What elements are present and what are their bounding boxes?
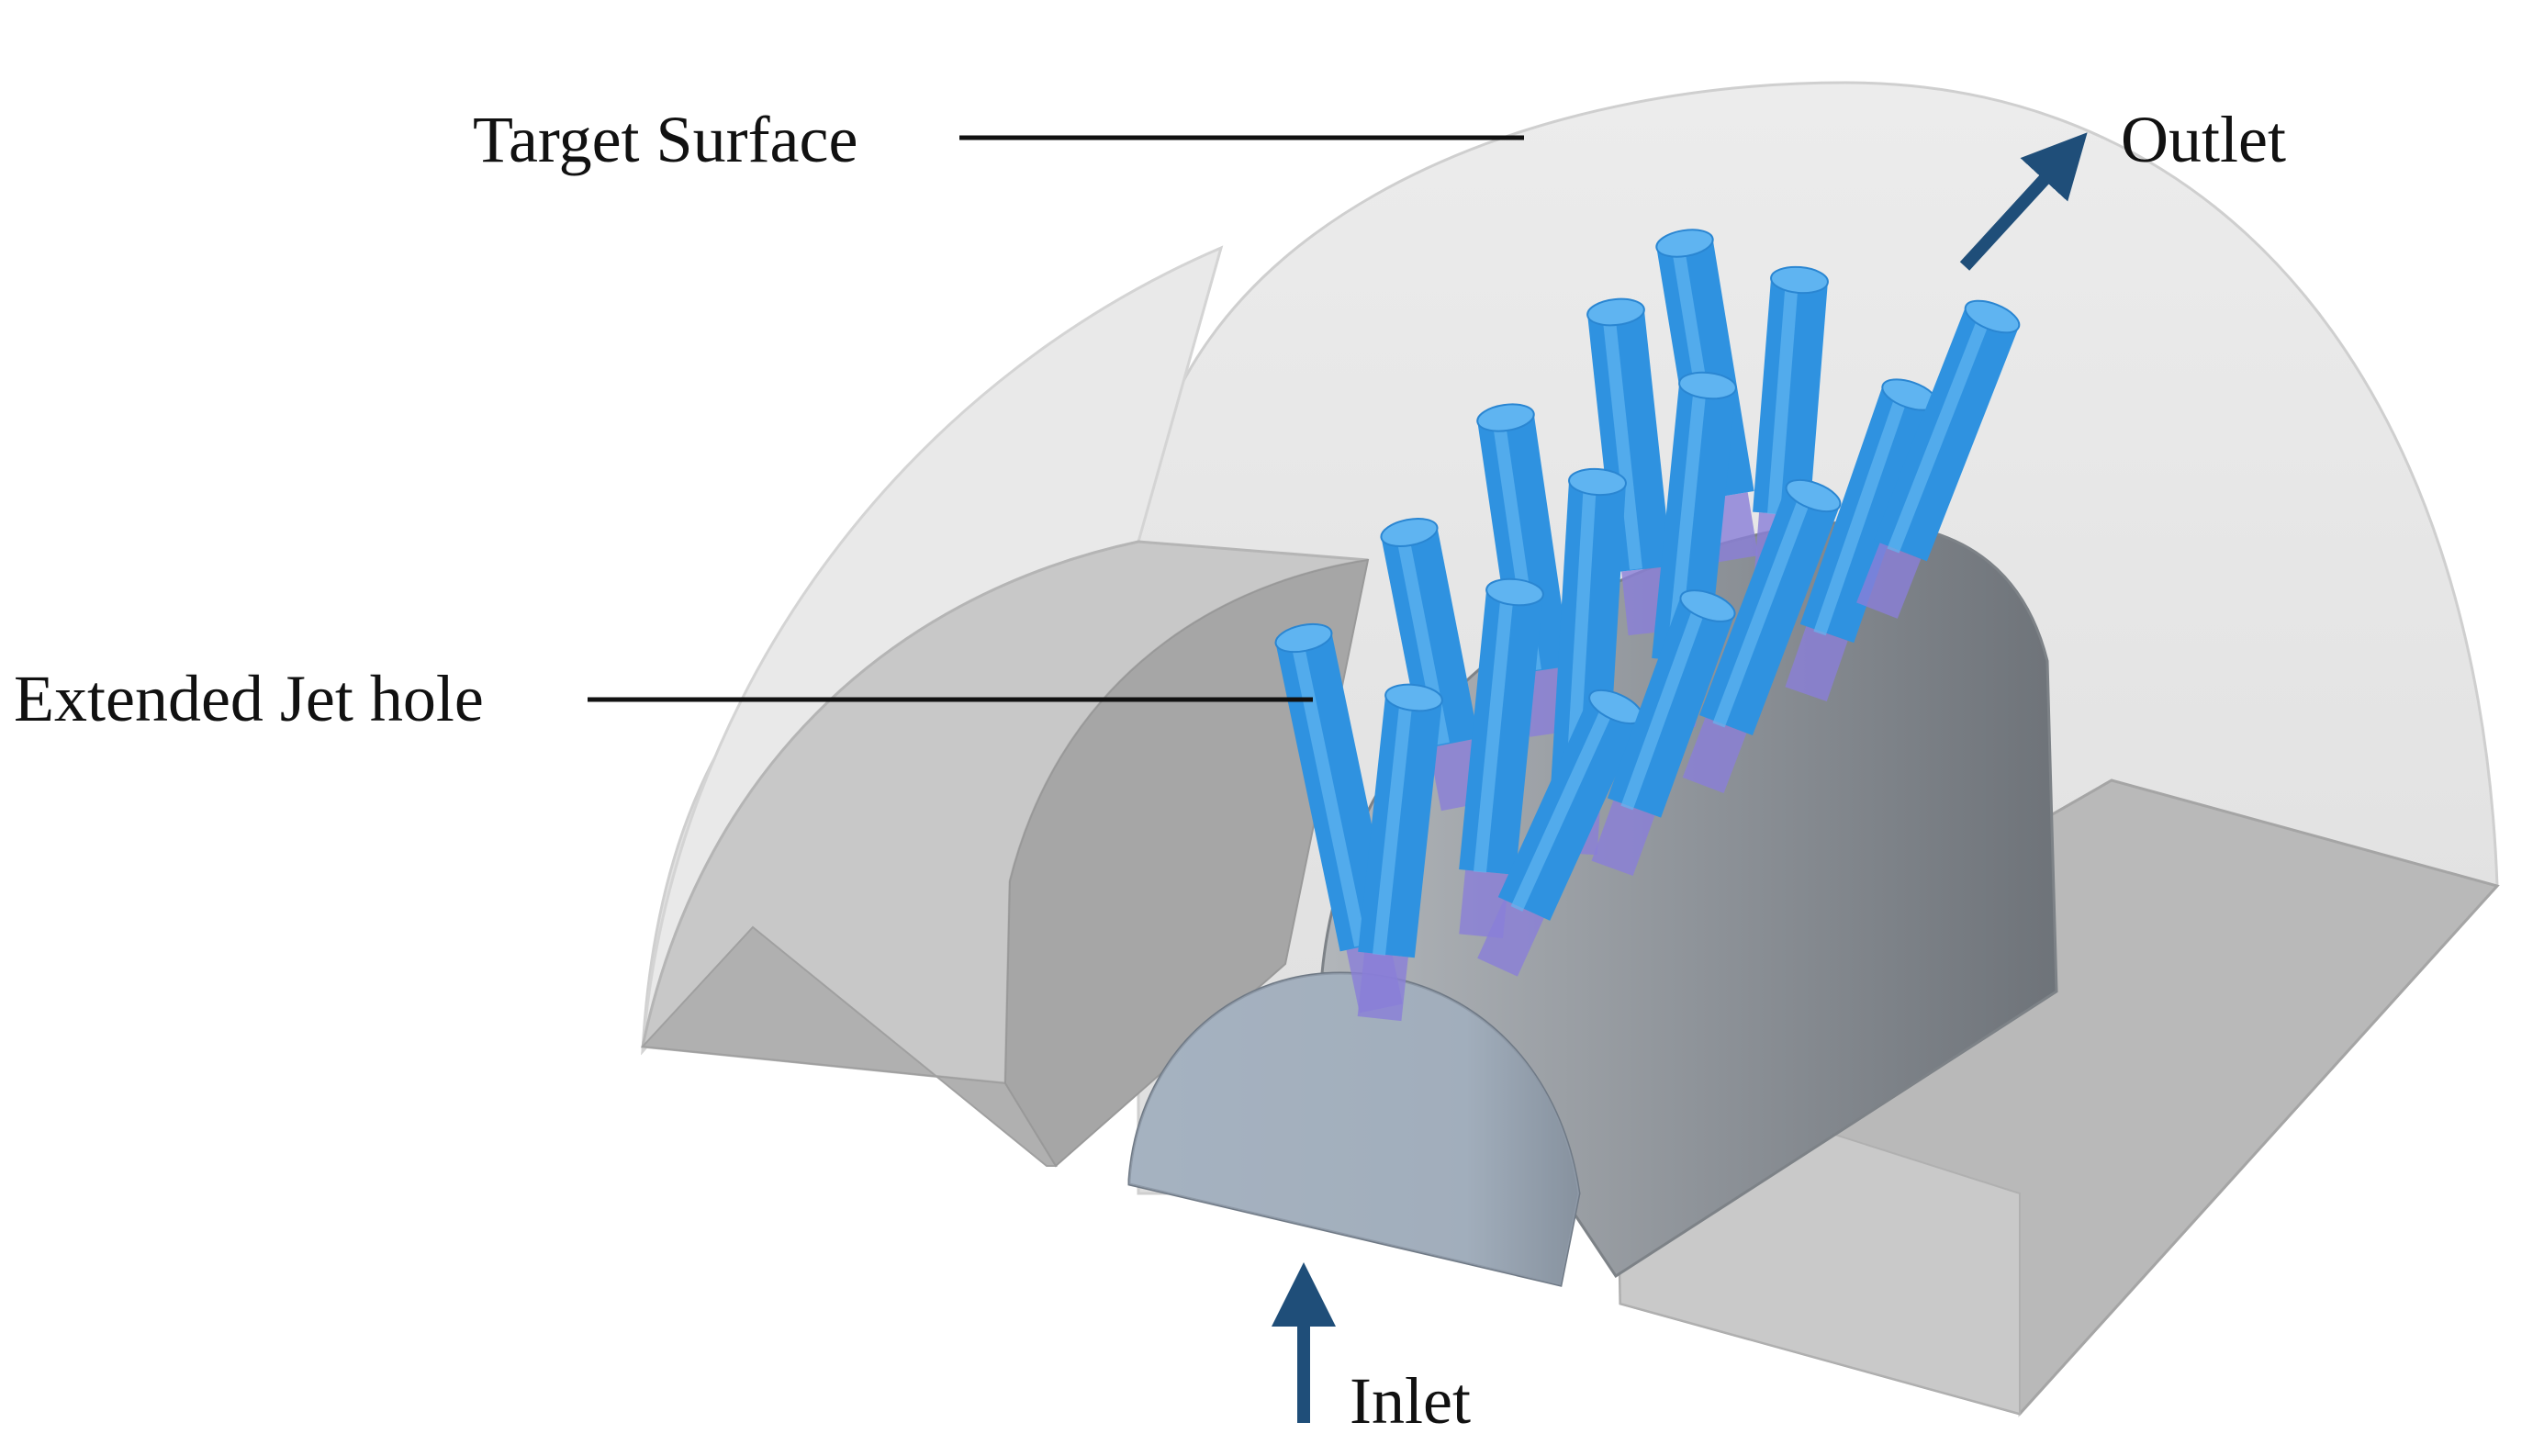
extended-jet-hole-label: Extended Jet hole — [14, 662, 484, 735]
jet-hole-highlight — [1510, 704, 1615, 912]
jet-hole-stub — [1704, 492, 1758, 563]
jet-hole-stub — [1429, 739, 1485, 812]
jet-hole-cap — [1384, 683, 1443, 712]
extended-jet-hole — [1497, 695, 1642, 921]
extended-jet-hole — [1381, 527, 1479, 749]
extended-jet-hole — [1459, 588, 1543, 876]
jet-hole-cap — [1586, 297, 1645, 327]
jet-hole-highlight — [1887, 314, 1991, 554]
left-duct-side — [640, 925, 1058, 1167]
jet-hole-stub — [1621, 566, 1673, 636]
jet-hole-stub — [1357, 952, 1408, 1022]
jet-hole-cap — [1568, 467, 1627, 497]
jet-hole-cap — [1770, 265, 1829, 295]
extended-jet-hole — [1799, 385, 1937, 644]
jet-hole-cap — [1785, 478, 1842, 513]
jet-hole-cap — [1655, 229, 1714, 258]
jet-hole-cap — [1678, 371, 1737, 400]
outlet-arrow — [1959, 132, 2088, 271]
jet-hole-highlight — [1767, 279, 1799, 515]
jet-holes-group — [1274, 229, 2021, 1022]
jet-hole-highlight — [1290, 636, 1367, 947]
jet-hole-stub — [1459, 869, 1509, 939]
jet-hole-stub — [1477, 900, 1544, 977]
extended-jet-hole — [1874, 306, 2019, 562]
jet-hole-highlight — [1712, 493, 1812, 728]
jet-hole-stub — [1520, 666, 1574, 737]
extended-jet-hole — [1587, 308, 1672, 573]
jet-hole-stub — [1591, 800, 1655, 876]
jet-hole-highlight — [1474, 591, 1514, 873]
extended-jet-hole — [1358, 694, 1442, 958]
extended-jet-hole — [1699, 485, 1840, 736]
jet-hole-cap — [1380, 518, 1439, 547]
outlet-label: Outlet — [2121, 103, 2286, 176]
jet-hole-stub — [1785, 626, 1848, 701]
jet-hole-stub — [1682, 717, 1747, 793]
extended-jet-hole — [1607, 596, 1735, 818]
jet-hole-cap — [1476, 403, 1535, 432]
jet-hole-highlight — [1602, 311, 1642, 570]
extended-jet-hole — [1753, 277, 1828, 517]
jet-hole-highlight — [1620, 603, 1707, 811]
jet-hole-highlight — [1373, 697, 1413, 956]
jet-hole-highlight — [1813, 392, 1909, 636]
jet-hole-cap — [1274, 622, 1333, 654]
jet-hole-stub — [1856, 543, 1922, 619]
target-surface-label: Target Surface — [473, 103, 857, 176]
jet-hole-cap — [1679, 589, 1736, 622]
jet-hole-cap — [1485, 577, 1544, 607]
extended-jet-hole — [1275, 632, 1396, 952]
jet-hole-cap — [1964, 299, 2021, 334]
inlet-face — [1129, 973, 1579, 1285]
inlet-label: Inlet — [1350, 1364, 1471, 1438]
left-duct-inner — [1003, 558, 1370, 1168]
